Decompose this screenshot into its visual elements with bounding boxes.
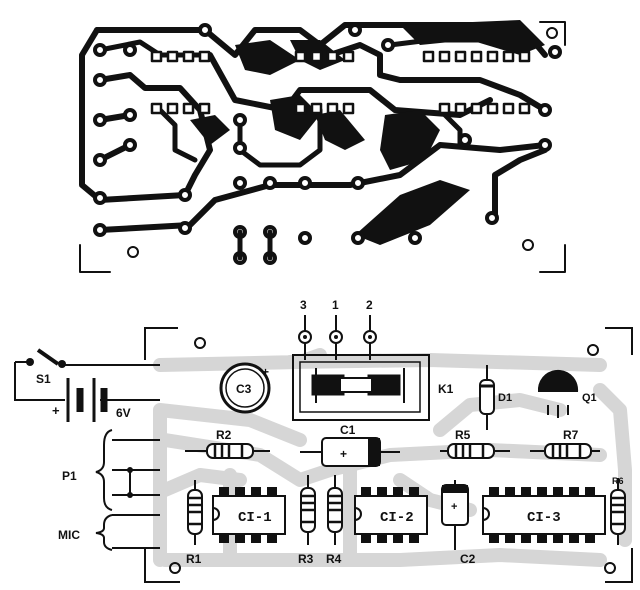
label-r5: R5	[455, 428, 471, 442]
label-battery-plus: +	[52, 403, 60, 418]
resistor-r1	[187, 480, 203, 545]
label-k1: K1	[438, 382, 454, 396]
svg-text:+: +	[262, 365, 269, 379]
ic-ci1	[212, 487, 286, 543]
ic-ci2	[354, 487, 428, 543]
label-r1: R1	[186, 552, 202, 566]
label-r6: R6	[612, 476, 624, 486]
label-r2: R2	[216, 428, 232, 442]
resistor-r2	[185, 443, 270, 459]
label-q1: Q1	[582, 392, 597, 404]
label-terminal-2: 2	[366, 298, 373, 312]
resistor-r4	[327, 475, 343, 545]
component-layout: + +	[14, 315, 633, 583]
capacitor-c1: +	[300, 437, 400, 467]
svg-text:+: +	[340, 447, 347, 461]
capacitor-c3: +	[219, 362, 271, 414]
label-ci3: CI-3	[527, 510, 561, 526]
label-mic: MIC	[58, 528, 80, 542]
label-c2: C2	[460, 552, 476, 566]
label-ci1: CI-1	[238, 510, 272, 526]
resistor-r3	[300, 475, 316, 545]
label-p1: P1	[62, 469, 77, 483]
label-battery-voltage: 6V	[116, 406, 131, 420]
battery-symbol	[66, 378, 108, 422]
capacitor-c2: +	[441, 480, 469, 550]
label-r3: R3	[298, 552, 314, 566]
label-terminal-3: 3	[300, 298, 307, 312]
label-c1: C1	[340, 423, 356, 437]
label-terminal-1: 1	[332, 298, 339, 312]
svg-text:+: +	[451, 501, 457, 513]
label-ci2: CI-2	[380, 510, 414, 526]
label-d1: D1	[498, 392, 512, 404]
ic-ci3	[482, 487, 606, 543]
resistor-r5	[440, 443, 510, 459]
pcb-copper-layout	[79, 20, 566, 273]
label-r7: R7	[563, 428, 579, 442]
label-r4: R4	[326, 552, 342, 566]
label-c3: C3	[236, 382, 252, 396]
resistor-r7	[530, 443, 600, 459]
label-s1: S1	[36, 372, 51, 386]
transistor-q1	[538, 369, 579, 418]
relay-k1	[292, 354, 430, 421]
resistor-r6	[610, 478, 626, 545]
diode-d1	[479, 365, 495, 430]
labels: S1 6V + P1 MIC C3 K1 D1 Q1 C1 R2 R5 R7 R…	[36, 298, 624, 566]
